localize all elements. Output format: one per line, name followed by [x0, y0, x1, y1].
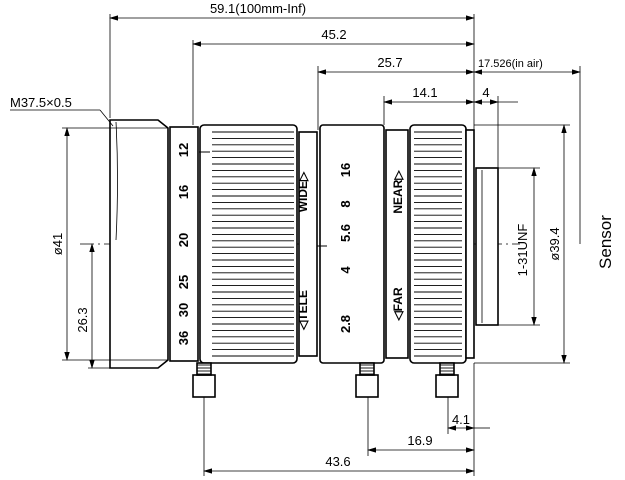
iris-mark-8: 8: [338, 200, 353, 207]
dim-16-9: 16.9: [407, 433, 432, 448]
dim-rear-diameter: ø39.4: [547, 227, 562, 260]
mount-thread-label: 1-31UNF: [515, 224, 530, 277]
dim-front-diameter: ø41: [50, 233, 65, 255]
top-dimensions: 59.1(100mm-Inf) 45.2 25.7 17.526(in air)…: [109, 1, 581, 244]
iris-mark-4: 4: [338, 266, 353, 274]
iris-mark-5-6: 5.6: [338, 224, 353, 242]
sensor-label: Sensor: [596, 215, 615, 269]
dim-26-3: 26.3: [75, 307, 90, 332]
iris-mark-2-8: 2.8: [338, 315, 353, 333]
right-dimensions: 1-31UNF ø39.4 Sensor: [474, 124, 615, 364]
zoom-mark-20: 20: [176, 233, 191, 247]
dim-43-6: 43.6: [325, 454, 350, 469]
left-dimensions: M37.5×0.5 ø41 26.3: [10, 95, 168, 369]
iris-scale: 16 8 5.6 4 2.8: [338, 163, 353, 333]
zoom-mark-36: 36: [176, 331, 191, 345]
zoom-mark-30: 30: [176, 303, 191, 317]
dim-14-1: 14.1: [412, 85, 437, 100]
zoom-scale: 12 16 20 25 30 36: [176, 143, 191, 345]
wide-label: WIDE▷: [296, 171, 310, 212]
dim-total-length: 59.1(100mm-Inf): [210, 1, 306, 16]
bottom-dimensions: 4.1 16.9 43.6: [203, 363, 490, 476]
far-label: ◁FAR: [391, 287, 405, 322]
dim-4-1: 4.1: [452, 412, 470, 427]
screw-knurling: [197, 364, 454, 375]
tele-label: ◁TELE: [296, 290, 310, 331]
lens-body: [109, 119, 499, 398]
iris-mark-16: 16: [338, 163, 353, 177]
dim-45-2: 45.2: [321, 27, 346, 42]
dim-25-7: 25.7: [377, 55, 402, 70]
dim-4-top: 4: [482, 85, 489, 100]
zoom-mark-12: 12: [176, 143, 191, 157]
zoom-ring-knurling: [212, 131, 294, 357]
dim-flange-back: 17.526(in air): [478, 58, 543, 70]
near-label: NEAR▷: [391, 170, 405, 214]
zoom-mark-25: 25: [176, 275, 191, 289]
zoom-mark-16: 16: [176, 185, 191, 199]
filter-thread-label: M37.5×0.5: [10, 95, 72, 110]
focus-ring-knurling: [414, 131, 462, 357]
